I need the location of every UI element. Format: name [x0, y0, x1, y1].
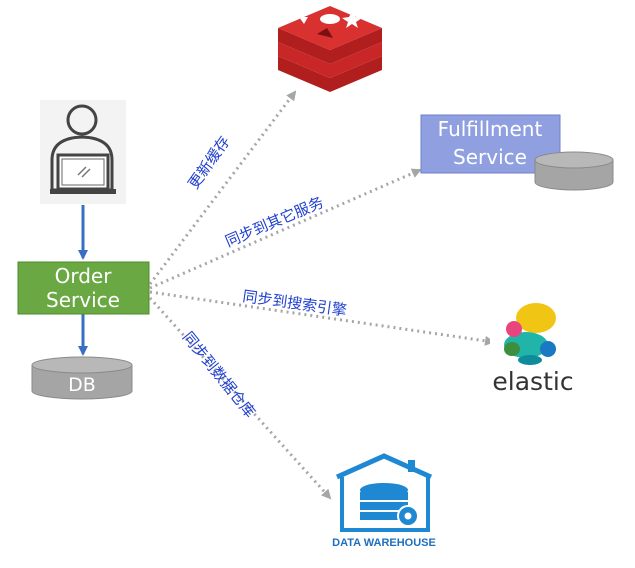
redis-logo-icon: [278, 6, 382, 92]
fulfillment-service-box: Fulfillment Service: [420, 114, 561, 174]
edge-label-sync-search: 同步到搜索引擎: [241, 287, 347, 319]
edge-label-sync-warehouse: 同步到数据仓库: [179, 328, 259, 421]
db-cylinder-icon: DB: [31, 356, 133, 400]
db-label: DB: [68, 374, 96, 396]
fulfillment-label-line1: Fulfillment: [438, 117, 543, 141]
elastic-label: elastic: [492, 367, 573, 396]
fulfillment-db-cylinder-icon: [534, 151, 614, 191]
arrow-sync-services: [149, 168, 422, 290]
order-service-label-line1: Order: [55, 264, 113, 288]
arrow-update-cache: [148, 90, 297, 285]
user-laptop-icon: [40, 100, 126, 204]
data-warehouse-icon: DATA WAREHOUSE: [332, 453, 436, 549]
data-warehouse-label: DATA WAREHOUSE: [332, 537, 436, 549]
fulfillment-label-line2: Service: [453, 145, 527, 169]
arrow-sync-search: [149, 290, 495, 346]
order-service-label-line2: Service: [46, 288, 120, 312]
order-service-box: Order Service: [17, 261, 150, 315]
edge-label-sync-services: 同步到其它服务: [223, 193, 327, 251]
elastic-logo-icon: elastic: [490, 294, 576, 396]
